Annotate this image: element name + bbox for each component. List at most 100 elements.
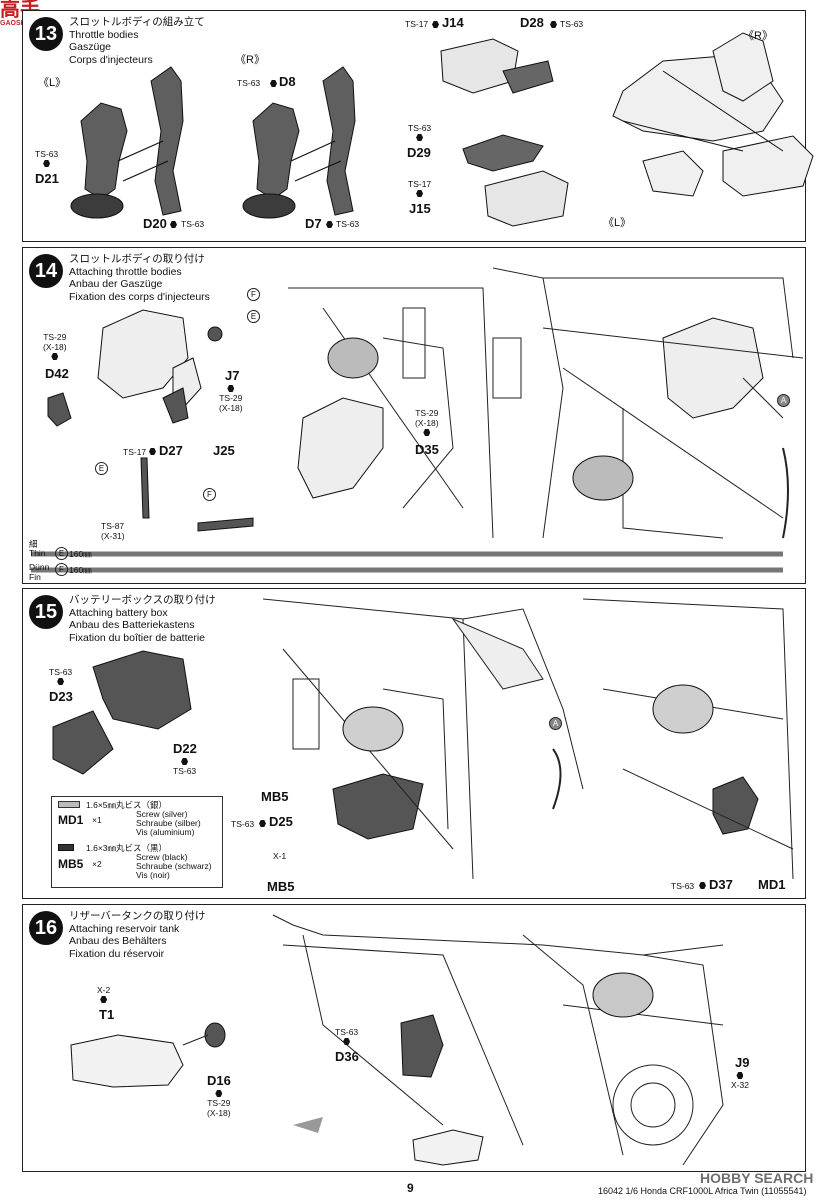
part-t1: T1 <box>99 1007 115 1022</box>
title-de: Anbau des Batteriekastens <box>69 619 195 631</box>
title-en: Attaching reservoir tank <box>69 922 180 935</box>
part-j7: J7 <box>225 368 240 383</box>
paint-j14: TS-17 <box>405 19 429 29</box>
step-number: 15 <box>29 595 63 629</box>
paint-hex-icon <box>57 678 65 685</box>
paint-hex-icon <box>699 882 706 889</box>
screw-md1-jp: 1.6×5㎜丸ビス（銀） <box>86 800 168 810</box>
paint-hex-icon <box>736 1072 744 1079</box>
screw-md1-de: Schraube (silber) <box>136 818 201 828</box>
part-d37: D37 <box>709 877 733 892</box>
screw-md1-qty: ×1 <box>92 815 102 825</box>
paint-code-alt: (X-18) <box>415 418 439 428</box>
paint-code: TS-63 <box>173 766 197 776</box>
paint-hex-icon <box>100 996 108 1003</box>
step13-illustration <box>70 32 814 227</box>
title-en: Attaching throttle bodies <box>69 265 182 278</box>
paint-code: TS-63 <box>408 123 432 133</box>
step-13-panel: 13 スロットルボディの組み立て Throttle bodies Gaszüge… <box>22 10 814 242</box>
paint-j25: TS-87 <box>101 521 125 531</box>
step-15-panel: 15 バッテリーボックスの取り付け Attaching battery box … <box>22 588 806 899</box>
paint-hex-icon <box>270 80 277 87</box>
title-fr: Corps d'injecteurs <box>69 53 153 66</box>
paint-hex-icon <box>416 134 424 141</box>
marker-e: E <box>95 462 108 475</box>
title-fr: Fixation du réservoir <box>69 947 165 960</box>
part-d36: D36 <box>335 1049 359 1064</box>
paint-hex-icon <box>43 160 51 167</box>
step-number: 13 <box>29 17 63 51</box>
watermark-sub: GAOSHOU <box>0 20 37 27</box>
part-j25: J25 <box>213 443 235 458</box>
title-fr: Fixation des corps d'injecteurs <box>69 290 210 303</box>
cable-e-marker: E <box>55 547 68 560</box>
screw-silver-icon <box>58 801 80 808</box>
screw-mb5-qty: ×2 <box>92 859 102 869</box>
footer-model: 16042 1/6 Honda CRF1000L Africa Twin (11… <box>598 1186 807 1196</box>
part-j15: J15 <box>409 201 431 216</box>
paint-code: X-32 <box>731 1080 749 1090</box>
paint-code: TS-63 <box>35 149 59 159</box>
title-jp: スロットルボディの取り付け <box>69 253 205 265</box>
page-number: 9 <box>407 1181 414 1195</box>
part-x1: X-1 <box>273 851 287 861</box>
screw-mb5-de: Schraube (schwarz) <box>136 861 212 871</box>
part-d27: D27 <box>159 443 183 458</box>
paint-d29: TS-63 <box>408 123 431 142</box>
paint-d42: TS-29 (X-18) <box>43 332 67 361</box>
paint-code: TS-29 <box>415 408 439 418</box>
part-d42: D42 <box>45 366 69 381</box>
paint-d16: TS-29 (X-18) <box>207 1089 231 1118</box>
title-de: Gaszüge <box>69 41 112 53</box>
marker-f: F <box>203 488 216 501</box>
paint-j25-alt: (X-31) <box>101 531 125 541</box>
paint-d23: TS-63 <box>49 667 72 686</box>
title-en: Throttle bodies <box>69 28 139 41</box>
paint-hex-icon <box>149 448 156 455</box>
step-14-panel: 14 スロットルボディの取り付け Attaching throttle bodi… <box>22 247 806 584</box>
paint-hex-icon <box>326 221 333 228</box>
paint-hex-icon <box>416 190 424 197</box>
screw-md1-fr: Vis (aluminium) <box>136 827 195 837</box>
paint-d7: TS-63 <box>336 219 360 229</box>
paint-d27: TS-17 <box>123 447 147 457</box>
paint-d36: TS-63 <box>335 1027 358 1046</box>
step16-illustration <box>70 914 724 1166</box>
part-d35: D35 <box>415 442 439 457</box>
part-d20: D20 <box>143 216 167 231</box>
part-d16: D16 <box>207 1073 231 1088</box>
part-d21: D21 <box>35 171 59 186</box>
side-label-right: 《R》 <box>235 54 265 66</box>
paint-d21: TS-63 <box>35 149 58 168</box>
title-en: Attaching battery box <box>69 606 168 619</box>
paint-code: TS-29 <box>43 332 67 342</box>
step-titles: スロットルボディの組み立て Throttle bodies Gaszüge Co… <box>69 16 205 66</box>
cable-thin-de: Dünn <box>29 562 50 572</box>
side-label-left: 《L》 <box>38 77 67 89</box>
part-d7: D7 <box>305 216 322 231</box>
paint-hex-icon <box>343 1038 351 1045</box>
marker-a: A <box>549 717 562 730</box>
paint-j9: X-32 <box>731 1071 749 1090</box>
part-d28: D28 <box>520 15 544 30</box>
marker-f-2: F <box>247 288 260 301</box>
part-mb5-b: MB5 <box>267 879 295 894</box>
paint-d8: TS-63 <box>237 78 261 88</box>
step14-illustration <box>31 267 804 573</box>
paint-d28: TS-63 <box>560 19 584 29</box>
screw-mb5-jp: 1.6×3㎜丸ビス（黒） <box>86 843 168 853</box>
paint-code: TS-29 <box>219 393 243 403</box>
cable-thin-en: Thin <box>29 548 46 558</box>
screw-legend: 1.6×5㎜丸ビス（銀） MD1 ×1 Screw (silver) Schra… <box>51 796 223 888</box>
paint-d25: TS-63 <box>231 819 255 829</box>
part-d29: D29 <box>407 145 431 160</box>
step15-illustration <box>52 598 794 880</box>
watermark-hobby-search: HOBBY SEARCH <box>700 1170 814 1186</box>
paint-code-alt: (X-18) <box>219 403 243 413</box>
screw-mb5-code: MB5 <box>58 857 84 871</box>
paint-hex-icon <box>181 758 189 765</box>
title-fr: Fixation du boîtier de batterie <box>69 631 205 644</box>
paint-code: TS-63 <box>49 667 73 677</box>
part-d25: D25 <box>269 814 293 829</box>
title-jp: バッテリーボックスの取り付け <box>69 594 216 606</box>
